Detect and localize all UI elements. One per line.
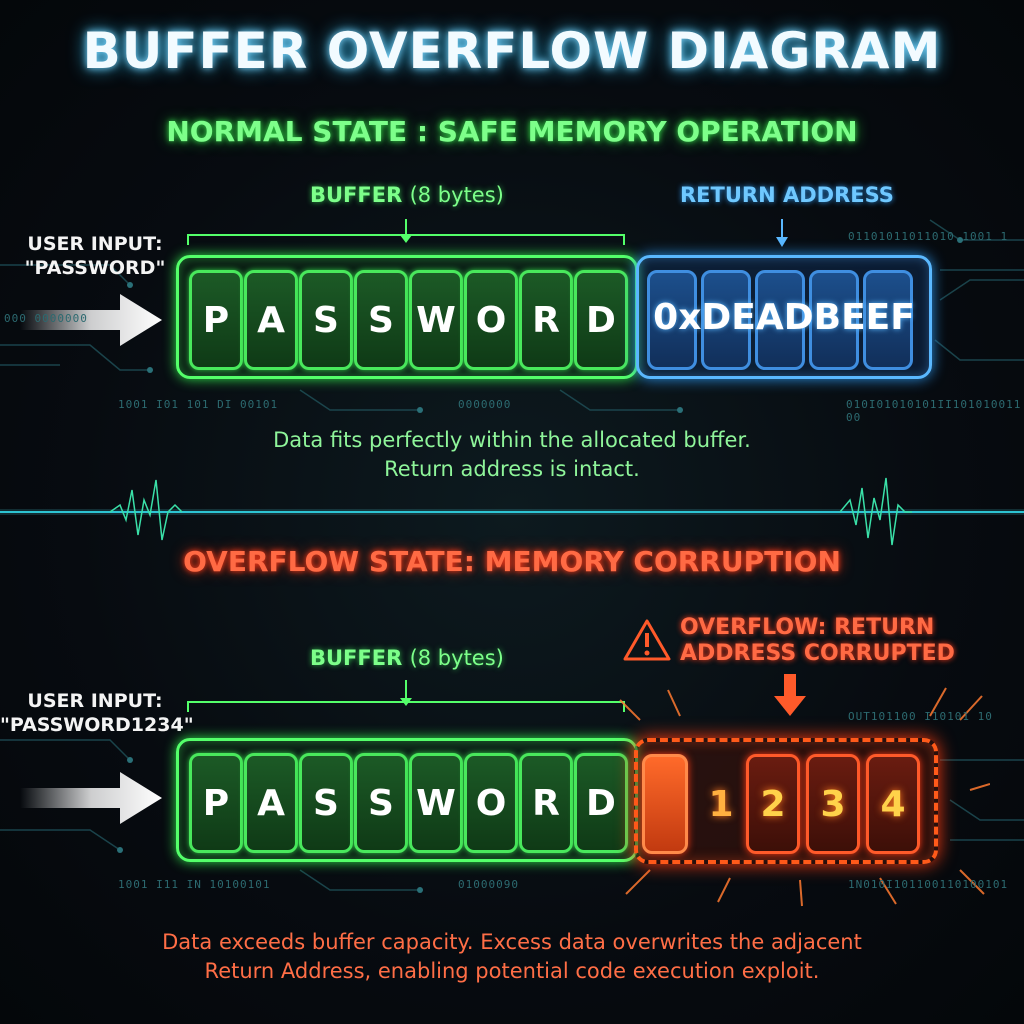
buffer-cell: S: [299, 753, 353, 853]
normal-user-input: USER INPUT: "PASSWORD": [0, 232, 190, 280]
normal-note-line: Return address is intact.: [384, 457, 640, 481]
binary-noise: 000 0000000: [4, 312, 88, 325]
buffer-size-text: (8 bytes): [409, 646, 504, 670]
binary-noise: 1N010I101100110100101: [848, 878, 1009, 891]
user-input-value: "PASSWORD": [24, 257, 166, 279]
overflow-user-input: USER INPUT: "PASSWORD1234": [0, 689, 194, 737]
overflow-input-arrow-icon: [20, 772, 162, 824]
normal-input-arrow-icon: [20, 294, 162, 346]
return-address-box: 0xDEADBEEF: [636, 255, 932, 379]
user-input-value: "PASSWORD1234": [0, 714, 194, 736]
overflow-cell: [642, 754, 688, 854]
buffer-cell: O: [464, 270, 518, 370]
overflow-cell: 4: [866, 754, 920, 854]
buffer-cell: W: [409, 270, 463, 370]
normal-note: Data fits perfectly within the allocated…: [0, 426, 1024, 484]
overflow-note: Data exceeds buffer capacity. Excess dat…: [0, 928, 1024, 986]
user-input-label: USER INPUT:: [27, 233, 163, 255]
return-address-arrow-icon: [776, 219, 788, 247]
buffer-cell: W: [409, 753, 463, 853]
normal-buffer-box: P A S S W O R D: [176, 255, 638, 379]
buffer-cell: P: [189, 753, 243, 853]
spark-burst: [619, 687, 990, 907]
buffer-label-text: BUFFER: [310, 183, 403, 207]
binary-noise: 1001 I01 101 DI 00101: [118, 398, 279, 411]
binary-noise: 010I01010101II101010011 00: [846, 398, 1022, 424]
overflow-cell: 3: [806, 754, 860, 854]
buffer-cell: D: [574, 270, 628, 370]
buffer-cell: S: [354, 270, 408, 370]
buffer-cell: S: [299, 270, 353, 370]
binary-noise: 01000090: [458, 878, 519, 891]
normal-note-line: Data fits perfectly within the allocated…: [273, 428, 751, 452]
normal-state-heading: NORMAL STATE : SAFE MEMORY OPERATION: [166, 115, 858, 148]
overflow-cell: 1: [708, 783, 734, 825]
binary-noise: OUT101100 I10101 10: [848, 710, 993, 723]
warning-line: OVERFLOW: RETURN: [680, 615, 935, 640]
buffer-cell: A: [244, 753, 298, 853]
warning-icon: [623, 619, 671, 661]
buffer-cell: O: [464, 753, 518, 853]
overflow-state-heading: OVERFLOW STATE: MEMORY CORRUPTION: [183, 545, 841, 578]
buffer-cell: S: [354, 753, 408, 853]
binary-noise: 01101011011010 1001 1: [848, 230, 1009, 243]
overflow-arrow-icon: [774, 674, 806, 716]
return-address-value: 0xDEADBEEF: [653, 296, 915, 338]
overflow-cell: 2: [746, 754, 800, 854]
normal-buffer-bracket: [187, 219, 625, 245]
corrupted-return-address-box: 1 2 3 4: [634, 738, 938, 864]
user-input-label: USER INPUT:: [27, 690, 163, 712]
binary-noise: 1001 I11 IN 10100101: [118, 878, 271, 891]
buffer-label-text: BUFFER: [310, 646, 403, 670]
binary-noise: 0000000: [458, 398, 512, 411]
normal-buffer-label: BUFFER (8 bytes): [310, 183, 504, 207]
buffer-cell: R: [519, 753, 573, 853]
overflow-buffer-label: BUFFER (8 bytes): [310, 646, 504, 670]
buffer-cell: P: [189, 270, 243, 370]
overflow-note-line: Data exceeds buffer capacity. Excess dat…: [162, 930, 862, 954]
buffer-size-text: (8 bytes): [409, 183, 504, 207]
return-address-label: RETURN ADDRESS: [680, 183, 894, 207]
overflow-note-line: Return Address, enabling potential code …: [204, 959, 820, 983]
buffer-cell: D: [574, 753, 628, 853]
page-title: BUFFER OVERFLOW DIAGRAM: [82, 22, 942, 80]
warning-line: ADDRESS CORRUPTED: [680, 641, 955, 666]
buffer-cell: A: [244, 270, 298, 370]
overflow-warning: OVERFLOW: RETURN ADDRESS CORRUPTED: [680, 615, 955, 667]
buffer-cell: R: [519, 270, 573, 370]
overflow-buffer-box: P A S S W O R D: [176, 738, 638, 862]
overflow-buffer-bracket: [187, 680, 625, 712]
